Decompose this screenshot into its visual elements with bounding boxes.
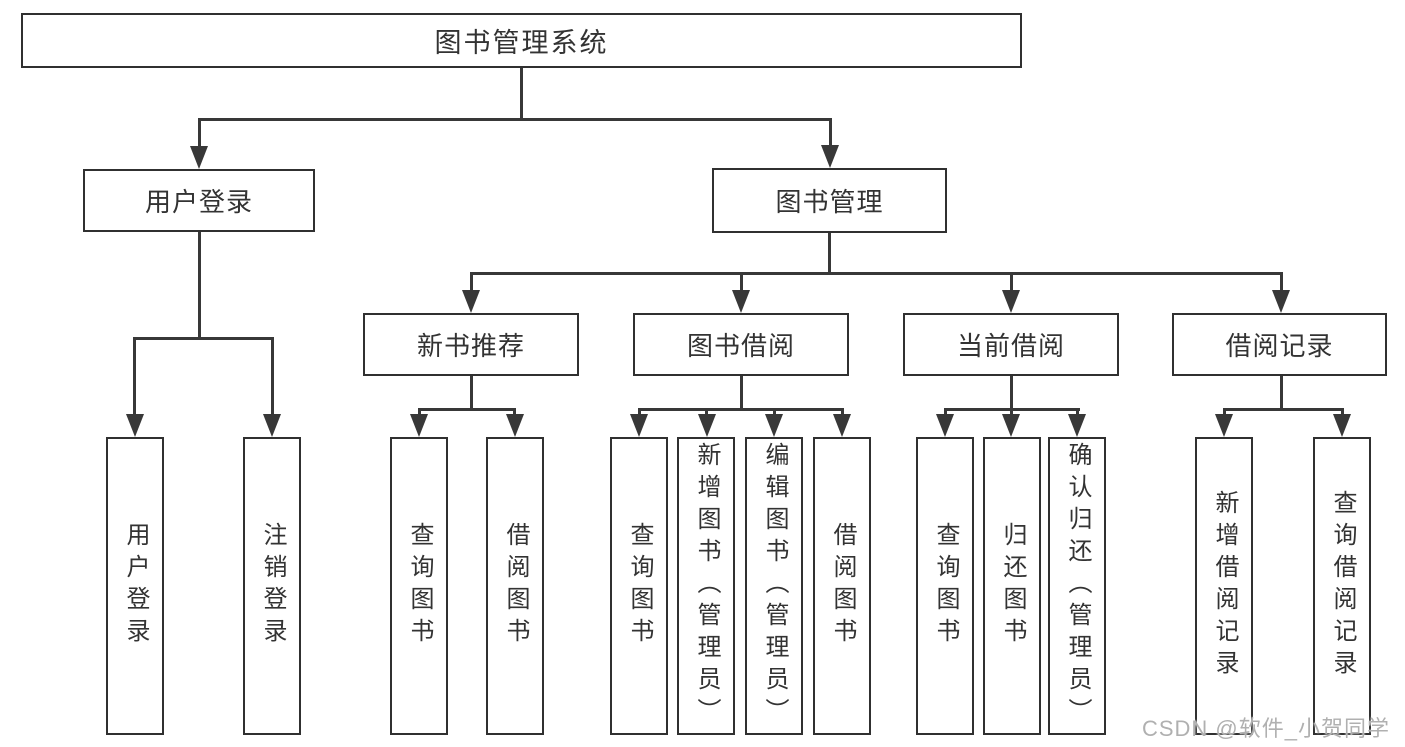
leaf-recommend-borrow-books: 借阅图书 <box>486 437 544 735</box>
connector-line <box>198 232 201 339</box>
arrow-down-icon <box>821 145 839 168</box>
connector-line <box>133 337 274 340</box>
arrow-down-icon <box>1068 414 1086 437</box>
connector-line <box>198 118 201 148</box>
connector-line <box>418 408 421 418</box>
leaf-label: 查询图书 <box>626 522 653 650</box>
leaf-label: 归还图书 <box>999 522 1026 650</box>
arrow-down-icon <box>732 290 750 313</box>
arrow-down-icon <box>263 414 281 437</box>
connector-line <box>740 376 743 410</box>
connector-line <box>418 408 516 411</box>
node-borrow-record-label: 借阅记录 <box>1225 331 1334 361</box>
arrow-down-icon <box>1333 414 1351 437</box>
connector-line <box>841 408 844 418</box>
arrow-down-icon <box>126 414 144 437</box>
connector-line <box>133 337 136 416</box>
connector-line <box>829 118 832 147</box>
node-root: 图书管理系统 <box>21 13 1022 68</box>
connector-line <box>470 272 473 292</box>
leaf-borrow-edit-books-admin: 编辑图书（管理员） <box>745 437 803 735</box>
connector-line <box>638 408 641 418</box>
connector-line <box>520 68 523 120</box>
node-new-book-recommend-label: 新书推荐 <box>416 331 525 361</box>
leaf-logout: 注销登录 <box>243 437 301 735</box>
connector-line <box>1010 272 1013 292</box>
node-book-management-label: 图书管理 <box>775 187 884 217</box>
connector-line <box>1076 408 1079 418</box>
connector-line <box>470 376 473 410</box>
leaf-label: 查询图书 <box>932 522 959 650</box>
leaf-label: 借阅图书 <box>502 522 529 650</box>
node-current-borrow: 当前借阅 <box>903 313 1119 376</box>
leaf-recommend-query-books: 查询图书 <box>390 437 448 735</box>
arrow-down-icon <box>1002 414 1020 437</box>
connector-line <box>198 118 831 121</box>
leaf-label: 新增图书（管理员） <box>693 442 720 730</box>
connector-line <box>740 272 743 292</box>
arrow-down-icon <box>1002 290 1020 313</box>
connector-line <box>1341 408 1344 418</box>
leaf-label: 新增借阅记录 <box>1211 490 1238 682</box>
connector-line <box>470 272 1282 275</box>
leaf-current-confirm-return-admin: 确认归还（管理员） <box>1048 437 1106 735</box>
node-root-label: 图书管理系统 <box>434 28 609 58</box>
connector-line <box>1010 408 1013 418</box>
arrow-down-icon <box>630 414 648 437</box>
leaf-user-login: 用户登录 <box>106 437 164 735</box>
leaf-label: 编辑图书（管理员） <box>761 442 788 730</box>
arrow-down-icon <box>462 290 480 313</box>
arrow-down-icon <box>833 414 851 437</box>
leaf-label: 查询图书 <box>406 522 433 650</box>
connector-line <box>944 408 947 418</box>
connector-line <box>828 233 831 274</box>
node-current-borrow-label: 当前借阅 <box>956 331 1065 361</box>
node-book-management: 图书管理 <box>712 168 947 233</box>
leaf-label: 确认归还（管理员） <box>1064 442 1091 730</box>
arrow-down-icon <box>410 414 428 437</box>
node-book-borrow: 图书借阅 <box>633 313 849 376</box>
leaf-current-query-books: 查询图书 <box>916 437 974 735</box>
arrow-down-icon <box>936 414 954 437</box>
arrow-down-icon <box>506 414 524 437</box>
leaf-current-return-books: 归还图书 <box>983 437 1041 735</box>
connector-line <box>638 408 844 411</box>
csdn-watermark: CSDN @软件_小贺同学 <box>1141 716 1390 741</box>
connector-line <box>773 408 776 418</box>
connector-line <box>271 337 274 416</box>
arrow-down-icon <box>698 414 716 437</box>
leaf-borrow-borrow-books: 借阅图书 <box>813 437 871 735</box>
connector-line <box>1280 272 1283 292</box>
leaf-label: 注销登录 <box>259 522 286 650</box>
node-borrow-record: 借阅记录 <box>1172 313 1387 376</box>
leaf-label: 查询借阅记录 <box>1329 490 1356 682</box>
node-user-login: 用户登录 <box>83 169 315 232</box>
connector-line <box>705 408 708 418</box>
node-book-borrow-label: 图书借阅 <box>686 331 795 361</box>
arrow-down-icon <box>190 146 208 169</box>
node-new-book-recommend: 新书推荐 <box>363 313 579 376</box>
leaf-label: 借阅图书 <box>829 522 856 650</box>
arrow-down-icon <box>1272 290 1290 313</box>
leaf-record-query-borrow-record: 查询借阅记录 <box>1313 437 1371 735</box>
connector-line <box>513 408 516 418</box>
connector-line <box>1010 376 1013 410</box>
connector-line <box>1223 408 1344 411</box>
leaf-record-add-borrow-record: 新增借阅记录 <box>1195 437 1253 735</box>
leaf-borrow-query-books: 查询图书 <box>610 437 668 735</box>
leaf-label: 用户登录 <box>122 522 149 650</box>
connector-line <box>1280 376 1283 410</box>
arrow-down-icon <box>1215 414 1233 437</box>
connector-line <box>1223 408 1226 418</box>
leaf-borrow-add-books-admin: 新增图书（管理员） <box>677 437 735 735</box>
arrow-down-icon <box>765 414 783 437</box>
node-user-login-label: 用户登录 <box>144 187 253 217</box>
